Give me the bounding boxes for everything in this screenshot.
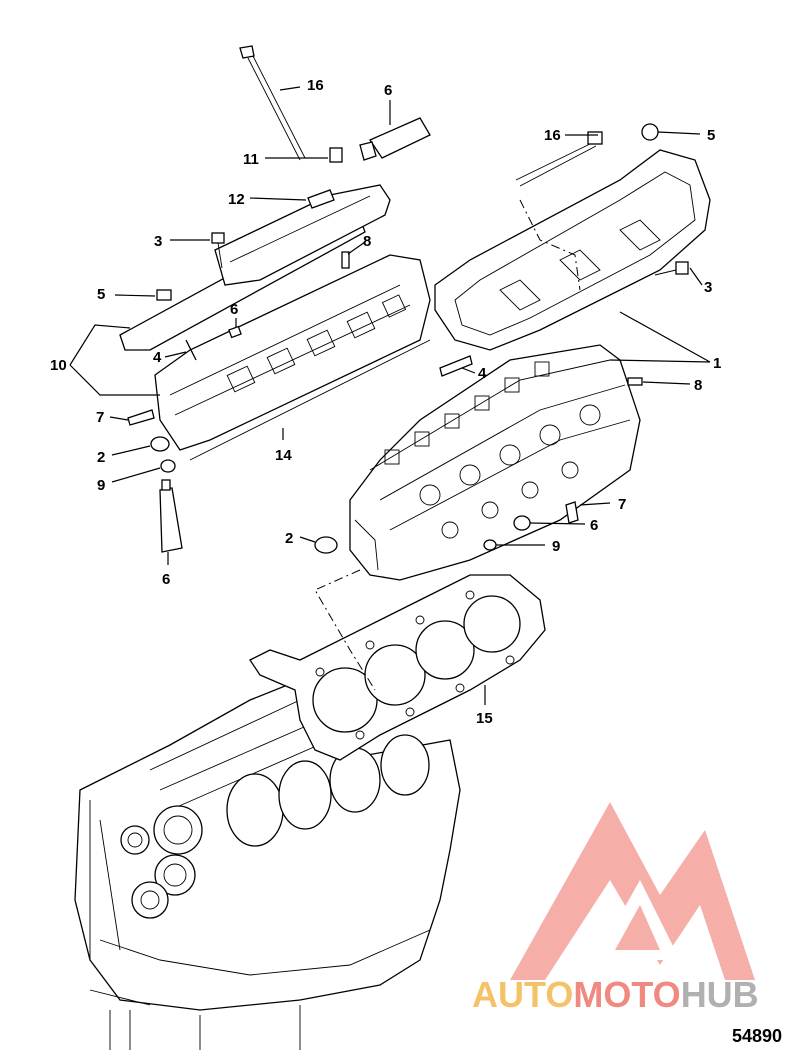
callout-label: 6 (384, 82, 392, 99)
valve-cover-gasket-right (434, 149, 711, 351)
callout-labels: 16 6 11 12 3 8 5 6 10 4 7 14 2 9 6 16 5 … (50, 77, 721, 727)
callout-label: 6 (590, 517, 598, 534)
callout-label: 7 (618, 496, 626, 513)
watermark-word-moto: MOTO (573, 974, 680, 1015)
callout-label: 8 (363, 233, 371, 250)
watermark-word-auto: AUTO (472, 974, 573, 1015)
callout-label: 6 (162, 571, 170, 588)
callout-label: 2 (285, 530, 293, 547)
callout-label: 3 (704, 279, 712, 296)
watermark-text: AUTOMOTOHUB (472, 974, 759, 1015)
callout-label: 16 (544, 127, 561, 144)
callout-label: 1 (713, 355, 721, 372)
watermark-word-hub: HUB (681, 974, 759, 1015)
cylinder-head-right (349, 344, 641, 581)
callout-label: 7 (96, 409, 104, 426)
callout-label: 8 (694, 377, 702, 394)
head-gasket (249, 574, 546, 761)
callout-label: 9 (552, 538, 560, 555)
callout-label: 15 (476, 710, 493, 727)
callout-label: 3 (154, 233, 162, 250)
automotohub-logo-icon (510, 802, 755, 980)
callout-label: 5 (97, 286, 105, 303)
callout-label: 11 (243, 151, 259, 168)
callout-label: 4 (478, 365, 487, 382)
callout-label: 14 (275, 447, 292, 464)
left-rocker-cover (214, 184, 391, 286)
callout-label: 9 (97, 477, 105, 494)
callout-label: 4 (153, 349, 162, 366)
figure-number: 54890 (732, 1026, 782, 1046)
small-parts (127, 45, 689, 554)
callout-label: 6 (230, 301, 238, 318)
callout-label: 16 (307, 77, 324, 94)
callout-label: 10 (50, 357, 67, 374)
callout-label: 2 (97, 449, 105, 466)
leader-lines (69, 86, 711, 705)
callout-label: 5 (707, 127, 715, 144)
assembly-centerlines (314, 199, 581, 691)
engine-block (74, 679, 461, 1050)
callout-label: 12 (228, 191, 245, 208)
